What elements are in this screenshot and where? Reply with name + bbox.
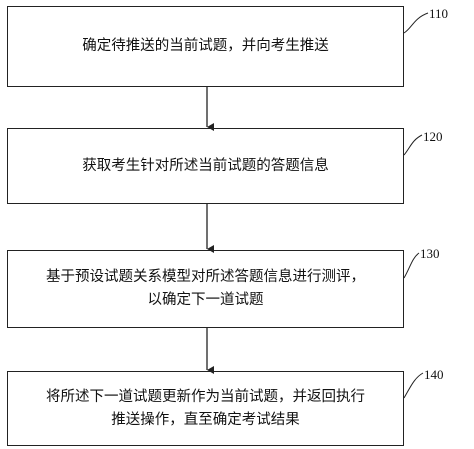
step-130-text: 基于预设试题关系模型对所述答题信息进行测评， 以确定下一道试题 [36,266,375,312]
leader-130 [403,252,420,279]
step-140-line-2: 推送操作，直至确定考试结果 [111,411,300,428]
step-130-box: 基于预设试题关系模型对所述答题信息进行测评， 以确定下一道试题 [7,250,404,328]
step-130-line-2: 以确定下一道试题 [147,292,264,308]
step-140-box: 将所述下一道试题更新作为当前试题，并返回执行 推送操作，直至确定考试结果 [7,371,404,446]
step-120-text: 获取考生针对所述当前试题的答题信息 [82,157,329,174]
ref-label-120: 120 [423,129,443,144]
step-130-line-1: 基于预设试题关系模型对所述答题信息进行测评， [46,269,365,285]
step-120-box: 获取考生针对所述当前试题的答题信息 [7,128,404,204]
leader-120 [403,134,423,156]
step-140-text: 将所述下一道试题更新作为当前试题，并返回执行 推送操作，直至确定考试结果 [36,386,375,432]
leader-110 [403,12,429,34]
ref-label-140: 140 [424,367,444,382]
ref-label-130: 130 [420,246,440,261]
ref-label-110: 110 [429,6,449,21]
step-110-text: 确定待推送的当前试题，并向考生推送 [82,38,329,54]
step-140-line-1: 将所述下一道试题更新作为当前试题，并返回执行 [46,388,365,405]
step-110-box: 确定待推送的当前试题，并向考生推送 [7,6,404,87]
leader-140 [403,372,424,399]
